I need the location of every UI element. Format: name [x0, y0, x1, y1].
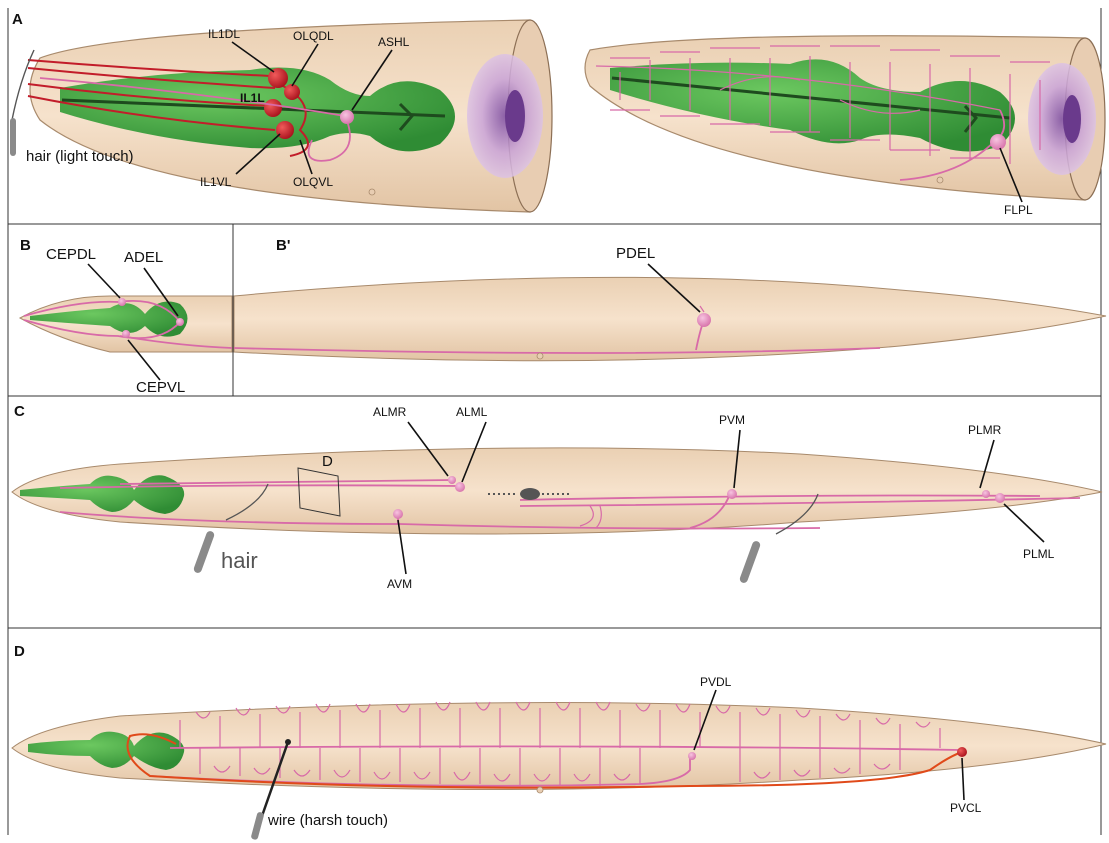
ashl-soma [340, 110, 354, 124]
vulva-marker [520, 488, 540, 500]
hair-probe-right-icon [739, 540, 762, 584]
label-plmr: PLMR [968, 423, 1002, 437]
panel-b-letter: B [20, 237, 31, 254]
label-adel: ADEL [124, 249, 163, 266]
label-olqdl: OLQDL [293, 29, 334, 43]
panel-b: B CEPDL ADEL CEPVL [20, 237, 232, 396]
label-plml: PLML [1023, 547, 1055, 561]
label-pvdl: PVDL [700, 675, 732, 689]
label-cepvl: CEPVL [136, 379, 185, 396]
il1l-soma [264, 99, 282, 117]
panel-c-letter: C [14, 403, 25, 420]
label-il1dl: IL1DL [208, 27, 240, 41]
almr-soma [448, 476, 456, 484]
olqdl-soma [284, 84, 300, 100]
plml-soma [995, 493, 1005, 503]
il1dl-soma [268, 68, 288, 88]
panel-a-flp-head: FLPL [585, 36, 1105, 217]
hair-probe-icon [10, 118, 16, 156]
label-cepdl: CEPDL [46, 246, 96, 263]
pdel-soma [697, 313, 711, 327]
label-il1l: IL1L [240, 91, 265, 105]
pvdl-soma [688, 752, 696, 760]
label-hair: hair [221, 548, 258, 573]
label-ashl: ASHL [378, 35, 410, 49]
flpl-soma [990, 134, 1006, 150]
hair-probe-left-icon [193, 530, 216, 574]
panel-d-letter: D [14, 643, 25, 660]
label-il1vl: IL1VL [200, 175, 232, 189]
panel-c: C D hair ALMR ALML PVM PLMR PLML [12, 403, 1102, 591]
pvcl-soma [957, 747, 967, 757]
alml-soma [455, 482, 465, 492]
label-olqvl: OLQVL [293, 175, 333, 189]
label-d-box: D [322, 453, 333, 470]
panel-a: A IL [10, 11, 552, 212]
label-pvm: PVM [719, 413, 745, 427]
label-wire-harsh-touch: wire (harsh touch) [267, 812, 388, 829]
cepvl-soma [122, 330, 130, 338]
il1vl-soma [276, 121, 294, 139]
adel-soma [176, 318, 184, 326]
label-alml: ALML [456, 405, 488, 419]
label-pvcl: PVCL [950, 801, 982, 815]
cepdl-soma [118, 298, 126, 306]
label-pdel: PDEL [616, 245, 655, 262]
avm-soma [393, 509, 403, 519]
panel-b-prime-letter: B' [276, 237, 290, 254]
head-left-body [10, 20, 552, 212]
label-flpl: FLPL [1004, 203, 1033, 217]
label-avm: AVM [387, 577, 412, 591]
panel-a-letter: A [12, 11, 23, 28]
plmr-soma [982, 490, 990, 498]
pvm-soma [727, 489, 737, 499]
panel-d: D wire (harsh touch) PVDL PVCL [12, 643, 1106, 840]
label-almr: ALMR [373, 405, 407, 419]
panel-b-prime: B' PDEL [234, 237, 1106, 361]
label-hair-light-touch: hair (light touch) [26, 148, 134, 165]
